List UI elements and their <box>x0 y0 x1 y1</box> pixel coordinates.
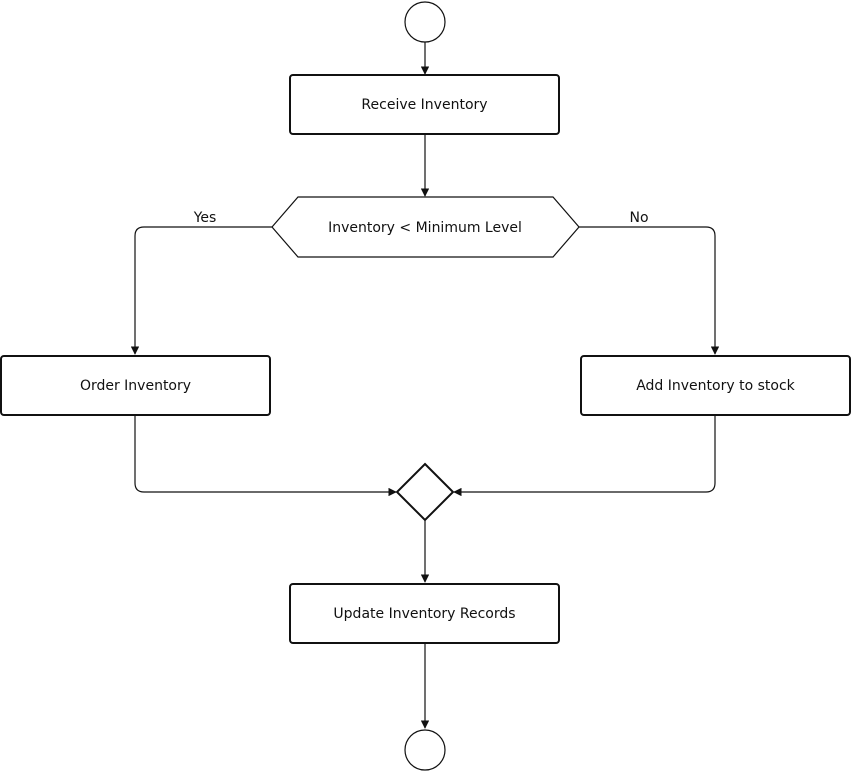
edge-decision-no <box>579 226 720 355</box>
order-inventory-node: Order Inventory <box>0 355 271 416</box>
edge-decision-yes <box>130 226 272 355</box>
edge-order-to-merge <box>134 416 397 497</box>
merge-node <box>395 462 455 522</box>
order-inventory-label: Order Inventory <box>80 378 191 394</box>
decision-label: Inventory < Minimum Level <box>328 220 522 236</box>
add-inventory-label: Add Inventory to stock <box>636 378 795 394</box>
edge-label-no: No <box>629 210 648 226</box>
end-node <box>404 729 446 771</box>
start-node <box>404 1 446 43</box>
edge-label-yes: Yes <box>193 210 217 226</box>
update-records-label: Update Inventory Records <box>333 606 515 622</box>
update-records-node: Update Inventory Records <box>289 583 560 644</box>
edge-add-to-merge <box>453 416 716 497</box>
receive-inventory-label: Receive Inventory <box>361 97 487 113</box>
receive-inventory-node: Receive Inventory <box>289 74 560 135</box>
decision-node: Inventory < Minimum Level <box>271 196 580 258</box>
add-inventory-node: Add Inventory to stock <box>580 355 851 416</box>
